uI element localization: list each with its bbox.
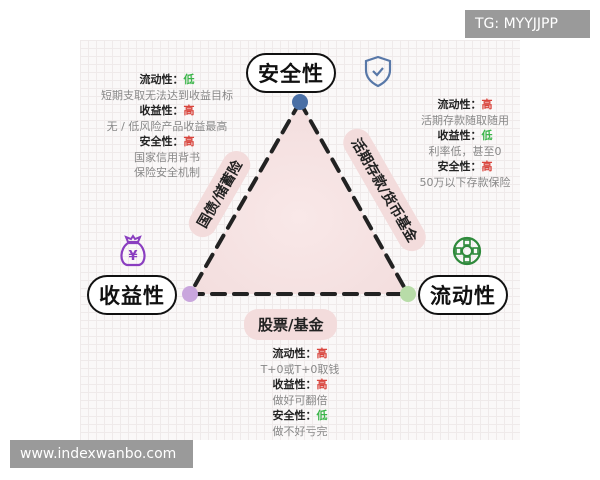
info-bonds: 流动性：低 短期支取无法达到收益目标 收益性：高 无 / 低风险产品收益最高 安… <box>82 72 252 181</box>
safety-value: 高 <box>481 160 493 173</box>
edge-left-line <box>188 100 302 296</box>
svg-text:¥: ¥ <box>128 249 137 264</box>
liquidity-key: 流动性： <box>437 98 482 111</box>
safety-value: 低 <box>316 409 328 422</box>
shield-check-icon <box>364 55 392 88</box>
safety-key: 安全性： <box>437 160 482 173</box>
liquidity-desc: 短期支取无法达到收益目标 <box>101 88 233 102</box>
safety-value: 高 <box>183 135 195 148</box>
yield-value: 高 <box>183 104 195 117</box>
vertex-label-yield: 收益性 <box>87 275 177 315</box>
vertex-dot-right <box>400 286 416 302</box>
safety-desc: 50万以下存款保险 <box>419 175 511 189</box>
safety-desc: 做不好亏完 <box>272 424 328 438</box>
liquidity-desc: T+0或T+0取钱 <box>260 362 340 376</box>
liquidity-key: 流动性： <box>139 73 184 86</box>
info-stocks: 流动性：高 T+0或T+0取钱 收益性：高 做好可翻倍 安全性：低 做不好亏完 <box>240 346 360 439</box>
yield-desc: 做好可翻倍 <box>272 393 328 407</box>
yield-value: 低 <box>481 129 493 142</box>
safety-desc: 国家信用背书 <box>134 150 200 164</box>
liquidity-value: 高 <box>481 98 493 111</box>
vertex-dot-top <box>292 94 308 110</box>
yield-key: 收益性： <box>437 129 482 142</box>
watermark-top-right: TG: MYYJJPP <box>465 10 590 38</box>
yield-key: 收益性： <box>272 378 317 391</box>
vertex-label-safety: 安全性 <box>246 53 336 93</box>
liquidity-value: 低 <box>183 73 195 86</box>
vertex-dot-left <box>182 286 198 302</box>
vertex-label-liquidity: 流动性 <box>418 275 508 315</box>
triangle-fill <box>190 102 408 294</box>
safety-desc: 保险安全机制 <box>134 166 200 179</box>
info-deposits: 流动性：高 活期存款随取随用 收益性：低 利率低，甚至0 安全性：高 50万以下… <box>402 97 528 190</box>
yield-desc: 无 / 低风险产品收益最高 <box>106 119 228 133</box>
liquidity-value: 高 <box>316 347 328 360</box>
yield-key: 收益性： <box>139 104 184 117</box>
money-bag-yen-icon: ¥ <box>120 234 146 267</box>
liquidity-key: 流动性： <box>272 347 317 360</box>
edge-right-line <box>298 100 410 296</box>
liquidity-desc: 活期存款随取随用 <box>421 113 509 127</box>
edge-label-stocks: 股票/基金 <box>244 309 338 340</box>
circulation-icon <box>452 236 482 266</box>
yield-desc: 利率低，甚至0 <box>428 144 502 158</box>
safety-key: 安全性： <box>272 409 317 422</box>
yield-value: 高 <box>316 378 328 391</box>
watermark-bottom-left: www.indexwanbo.com <box>10 440 193 468</box>
safety-key: 安全性： <box>139 135 184 148</box>
